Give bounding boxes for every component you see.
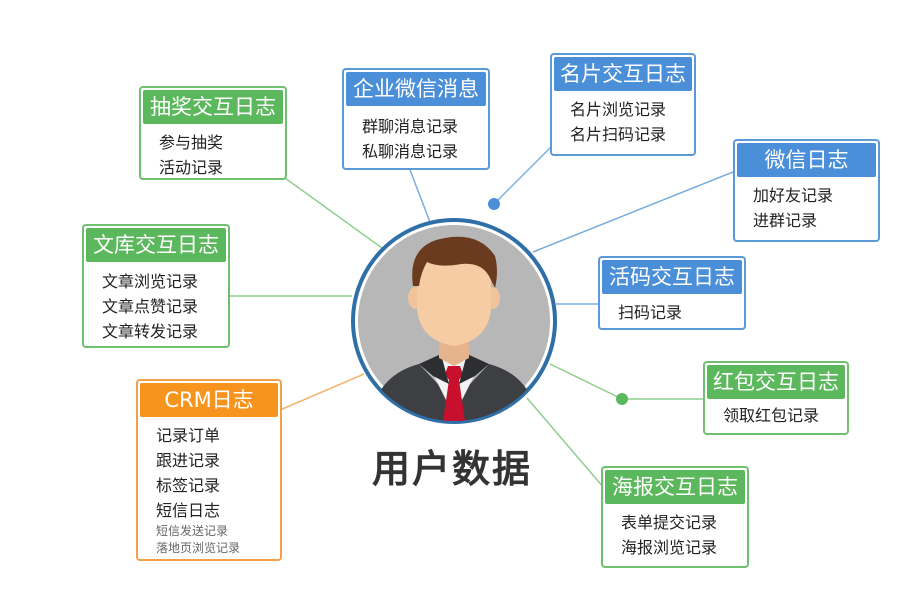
list-item: 落地页浏览记录 — [156, 541, 241, 555]
node-wechat: 微信日志 加好友记录 进群记录 — [733, 139, 880, 242]
node-card-title: 名片交互日志 — [554, 57, 692, 91]
node-library-items: 文章浏览记录 文章点赞记录 文章转发记录 — [102, 269, 198, 344]
list-item: 文章浏览记录 — [102, 272, 199, 291]
node-wecom: 企业微信消息 群聊消息记录 私聊消息记录 — [342, 68, 490, 170]
node-library: 文库交互日志 文章浏览记录 文章点赞记录 文章转发记录 — [82, 224, 230, 348]
node-redpacket-title: 红包交互日志 — [707, 365, 845, 399]
connector-card — [493, 144, 554, 205]
connector-redpacket — [549, 363, 623, 400]
node-livecode-items: 扫码记录 — [618, 300, 682, 325]
list-item: 标签记录 — [156, 476, 221, 495]
list-item: 名片浏览记录 — [570, 100, 667, 119]
node-poster-title: 海报交互日志 — [605, 470, 745, 504]
list-item: 进群记录 — [753, 211, 818, 230]
node-library-title: 文库交互日志 — [86, 228, 226, 262]
list-item: 领取红包记录 — [723, 406, 820, 425]
node-livecode: 活码交互日志 扫码记录 — [598, 256, 746, 330]
node-crm-items: 记录订单 跟进记录 标签记录 短信日志 短信发送记录 落地页浏览记录 — [156, 423, 240, 557]
center-title: 用户数据 — [371, 447, 532, 491]
node-lottery-items: 参与抽奖 活动记录 — [159, 130, 223, 180]
node-redpacket-items: 领取红包记录 — [723, 403, 819, 428]
list-item: 海报浏览记录 — [621, 538, 718, 557]
connector-wecom — [409, 169, 431, 223]
node-wecom-title: 企业微信消息 — [346, 72, 486, 106]
connector-lottery — [284, 177, 383, 249]
list-item: 群聊消息记录 — [362, 117, 459, 136]
connector-dot-redpacket — [616, 393, 628, 405]
node-card: 名片交互日志 名片浏览记录 名片扫码记录 — [550, 53, 696, 156]
node-poster: 海报交互日志 表单提交记录 海报浏览记录 — [601, 466, 749, 568]
node-crm: CRM日志 记录订单 跟进记录 标签记录 短信日志 短信发送记录 落地页浏览记录 — [136, 379, 282, 561]
list-item: 短信发送记录 — [156, 524, 229, 538]
connector-crm — [279, 373, 365, 411]
connector-wechat — [532, 169, 739, 253]
node-lottery: 抽奖交互日志 参与抽奖 活动记录 — [139, 86, 287, 180]
list-item: 文章点赞记录 — [102, 297, 199, 316]
businessman-avatar-icon — [351, 218, 557, 424]
connector-dot-card — [488, 198, 500, 210]
node-wechat-items: 加好友记录 进群记录 — [753, 183, 833, 233]
list-item: 文章转发记录 — [102, 322, 199, 341]
list-item: 加好友记录 — [753, 186, 834, 205]
node-poster-items: 表单提交记录 海报浏览记录 — [621, 510, 717, 560]
list-item: 表单提交记录 — [621, 513, 718, 532]
node-wechat-title: 微信日志 — [737, 143, 876, 177]
node-livecode-title: 活码交互日志 — [602, 260, 742, 294]
list-item: 活动记录 — [159, 158, 224, 177]
list-item: 私聊消息记录 — [362, 142, 459, 161]
list-item: 参与抽奖 — [159, 133, 224, 152]
node-crm-title: CRM日志 — [140, 383, 278, 417]
node-wecom-items: 群聊消息记录 私聊消息记录 — [362, 114, 458, 164]
node-card-items: 名片浏览记录 名片扫码记录 — [570, 97, 666, 147]
list-item: 名片扫码记录 — [570, 125, 667, 144]
node-redpacket: 红包交互日志 领取红包记录 — [703, 361, 849, 435]
node-lottery-title: 抽奖交互日志 — [143, 90, 283, 124]
list-item: 跟进记录 — [156, 451, 221, 470]
connector-poster — [526, 397, 605, 489]
list-item: 扫码记录 — [618, 303, 683, 322]
list-item: 短信日志 — [156, 501, 221, 520]
list-item: 记录订单 — [156, 426, 221, 445]
